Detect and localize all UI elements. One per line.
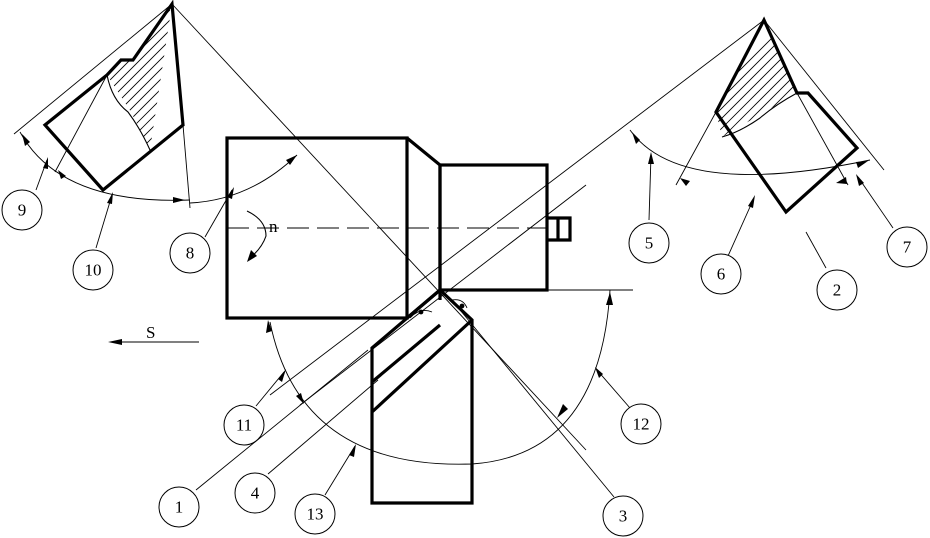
leader-6 (727, 197, 755, 257)
callout-13-label: 13 (307, 505, 324, 524)
leader-6-arrow (748, 195, 755, 208)
left-arc (19, 131, 191, 201)
right-angle-mark-2 (451, 299, 468, 309)
arc-11-arrow (266, 320, 272, 333)
leader-12-arrow (595, 367, 603, 378)
right-section-hatch (716, 20, 797, 137)
leader-2 (805, 231, 827, 269)
leader-13-arrow (349, 444, 356, 457)
callout-6-label: 6 (717, 265, 726, 284)
leader-lines (35, 152, 894, 498)
leader-10 (95, 194, 113, 249)
main-cutting-edge-line (171, 3, 587, 451)
leader-10-arrow (107, 192, 113, 204)
right-arc-arrow-1 (632, 132, 640, 144)
arc-8 (189, 154, 298, 204)
callout-7-label: 7 (903, 238, 912, 257)
cutting-tool (370, 287, 474, 505)
arc-12-arrow (606, 292, 613, 305)
right-arc-tick-1 (680, 178, 690, 186)
auxiliary-edge-line (269, 19, 765, 396)
callout-4-label: 4 (251, 484, 260, 503)
right-section (629, 16, 885, 215)
main-angle-arcs (189, 154, 613, 465)
callout-13: 13 (294, 493, 336, 535)
callout-9-label: 9 (18, 201, 27, 220)
callout-8-label: 8 (186, 244, 195, 263)
leader-3 (455, 304, 615, 498)
rotation-arrowhead (247, 250, 257, 262)
tool-shank (370, 287, 474, 505)
leader-8-arrow (227, 187, 234, 199)
tool-insert-edge-2 (370, 318, 474, 414)
callout-8: 8 (169, 232, 211, 274)
callouts: 1 2 3 4 5 6 7 8 (1, 189, 928, 537)
left-ext-line-2 (54, 74, 108, 173)
arc-8-arrow (286, 155, 297, 165)
tool-face-line (299, 184, 587, 406)
rotation-label: n (269, 217, 278, 236)
right-arc (629, 129, 871, 175)
right-arc-arrow-2 (856, 161, 868, 168)
arc-11-tick (296, 393, 304, 404)
left-arc-arrow-2 (173, 197, 185, 203)
callout-10-label: 10 (85, 261, 102, 280)
leader-1 (195, 349, 369, 491)
arc-13 (269, 289, 611, 465)
callout-7: 7 (886, 226, 928, 268)
right-ext-line-3 (796, 92, 849, 186)
leader-4 (267, 379, 379, 475)
callout-5-label: 5 (645, 234, 654, 253)
lathe-center (547, 216, 572, 242)
workpiece (225, 136, 633, 320)
rotation-arrow (246, 210, 267, 259)
left-arc-arrow-1 (22, 134, 30, 146)
callout-4: 4 (234, 472, 276, 514)
callout-2: 2 (816, 269, 858, 311)
leader-7 (857, 176, 894, 229)
leader-5 (648, 154, 652, 221)
leader-11-arrow (278, 369, 286, 382)
construction-lines (171, 3, 765, 451)
right-ext-line-1 (763, 19, 885, 171)
callout-2-label: 2 (833, 281, 842, 300)
callout-10: 10 (72, 249, 114, 291)
callout-1-label: 1 (175, 498, 184, 517)
callout-3-label: 3 (619, 507, 628, 526)
callout-6: 6 (700, 253, 742, 295)
left-ext-line-3 (182, 124, 191, 209)
left-section (13, 0, 191, 209)
callout-1: 1 (158, 486, 200, 528)
right-arc-tick-2 (836, 177, 847, 184)
callout-11: 11 (223, 404, 265, 446)
right-section-curve (721, 92, 798, 138)
feed-label: S (146, 323, 155, 342)
callout-11-label: 11 (236, 416, 252, 435)
left-section-curve (106, 74, 151, 151)
leader-8 (204, 189, 233, 238)
feed-arrowhead (108, 339, 122, 345)
leader-12 (596, 369, 631, 409)
leader-5-arrow (648, 152, 654, 164)
right-angle-dot-2 (459, 303, 465, 309)
rotation-indicator: n (246, 210, 278, 262)
left-arc-tick (58, 170, 66, 179)
left-section-outline (42, 0, 185, 193)
callout-12-label: 12 (633, 415, 650, 434)
arc-12-tick (557, 404, 568, 418)
callout-9: 9 (1, 189, 43, 231)
callout-12: 12 (620, 403, 662, 445)
leader-9-arrow (43, 157, 48, 169)
tool-insert-edge (370, 323, 442, 384)
leader-7-arrow (856, 174, 864, 186)
callout-5: 5 (628, 222, 670, 264)
feed-indicator: S (108, 323, 199, 345)
left-ext-line-1 (13, 3, 173, 135)
callout-3: 3 (602, 495, 644, 537)
right-ext-line-2 (675, 111, 717, 186)
